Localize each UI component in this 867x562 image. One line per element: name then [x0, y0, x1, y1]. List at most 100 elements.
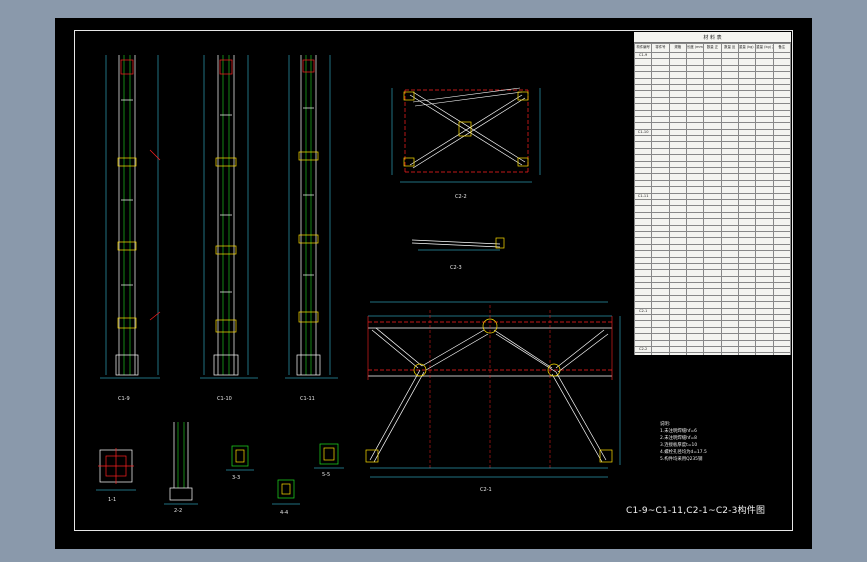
material-table-row: [634, 333, 791, 341]
notes-title: 说明:: [660, 422, 671, 427]
material-table-row: C2-1: [634, 307, 791, 316]
material-table-cell: [703, 352, 722, 355]
material-table-row: C1-11: [634, 192, 791, 201]
material-table-header-cell: 数量 正: [703, 43, 722, 53]
material-table-cell: [772, 109, 791, 117]
notes-line-2: 2.未注明焊缝hf=8: [660, 436, 697, 441]
material-table-cell: [772, 352, 791, 355]
material-table-cell: [772, 58, 791, 66]
section-4-4[interactable]: [272, 479, 300, 505]
material-table-row: [634, 262, 791, 271]
material-table-cell: [772, 64, 791, 73]
material-table-cell: [772, 282, 791, 290]
material-table-header-cell: 长度 (mm): [685, 43, 705, 53]
view-title-c2-1: C2-1: [480, 487, 492, 493]
material-table-cell: [720, 352, 739, 355]
material-table-row: [634, 160, 791, 169]
material-table-header-cell: 数量 反: [720, 43, 739, 53]
view-title-c1-11: C1-11: [300, 396, 315, 402]
section-5-5[interactable]: [314, 443, 344, 469]
material-table-row: [634, 326, 791, 335]
material-table-cell: [772, 333, 791, 341]
notes-line-3: 3.连接板厚度t=10: [660, 443, 698, 448]
material-table-row: [634, 96, 791, 105]
material-table-title: 材 料 表: [634, 32, 791, 43]
material-table-cell: [772, 115, 791, 124]
section-1-1[interactable]: [96, 448, 136, 491]
material-table-cell: [772, 269, 791, 277]
material-table-header-cell: 重量 (kg) 共计: [755, 43, 774, 53]
brace-c2-2[interactable]: [391, 87, 541, 183]
notes-line-4: 4.螺栓孔径均为d=17.5: [660, 450, 707, 455]
material-table-row: [634, 58, 791, 66]
material-table-row: [634, 301, 791, 309]
material-table-row: [634, 103, 791, 111]
material-table-row: [634, 288, 791, 296]
material-table-row: [634, 313, 791, 322]
material-table-header-cell: 备注: [772, 43, 791, 53]
section-title-2-2: 2-2: [174, 508, 183, 514]
material-table-row: [634, 154, 791, 162]
design-notes: 说明: 1.未注明焊缝hf=6 2.未注明焊缝hf=8 3.连接板厚度t=10 …: [660, 421, 707, 463]
view-title-c1-10: C1-10: [217, 396, 232, 402]
material-table-row: [634, 282, 791, 290]
material-table-header-cell: 构件编号: [634, 43, 653, 53]
material-table-cell: [772, 313, 791, 322]
column-c1-10[interactable]: [200, 55, 258, 379]
material-table-cell: [668, 352, 687, 355]
view-title-c2-3: C2-3: [450, 265, 462, 271]
material-table-cell: [772, 320, 791, 328]
material-table-row: [634, 64, 791, 73]
material-table-row: [634, 320, 791, 328]
section-title-5-5: 5-5: [322, 472, 331, 478]
material-table-cell: [737, 352, 757, 355]
material-table-cell: [772, 326, 791, 335]
material-table-header-cell: 规格: [668, 43, 687, 53]
material-table-cell: [772, 301, 791, 309]
material-table-row: [634, 294, 791, 303]
material-table-row: [634, 71, 791, 79]
material-table-row: [634, 147, 791, 156]
material-table-cell: [651, 352, 670, 355]
material-table-cell: [772, 103, 791, 111]
section-title-3-3: 3-3: [232, 475, 241, 481]
material-table-row: [634, 269, 791, 277]
material-table-cell: [772, 256, 791, 264]
material-table-cell: [634, 352, 653, 355]
material-table-row: [634, 83, 791, 92]
material-table-row: [634, 275, 791, 284]
material-table-cell: [772, 96, 791, 105]
material-table-cell: [772, 345, 791, 354]
notes-line-1: 1.未注明焊缝hf=6: [660, 429, 697, 434]
sheet-border: [74, 30, 793, 531]
material-table-cell: [772, 262, 791, 271]
section-title-1-1: 1-1: [108, 497, 117, 503]
material-table-cell: [772, 71, 791, 79]
material-table-cell: [772, 83, 791, 92]
material-table-cell: [685, 352, 705, 355]
section-2-2[interactable]: [164, 422, 198, 505]
material-table-cell: [772, 307, 791, 316]
truss-c2-1[interactable]: [365, 301, 621, 478]
section-3-3[interactable]: [226, 445, 254, 471]
material-table-cell: [755, 352, 774, 355]
notes-line-5: 5.构件均采用Q235钢: [660, 457, 703, 462]
drawing-title: C1-9~C1-11,C2-1~C2-3构件图: [626, 506, 766, 516]
column-c1-11[interactable]: [285, 55, 338, 379]
material-table-row: [634, 90, 791, 98]
material-table-row: [634, 77, 791, 85]
brace-c2-3[interactable]: [411, 237, 505, 251]
material-table-cell: [772, 339, 791, 348]
material-table-row: C2-2: [634, 345, 791, 354]
material-table-header-cell: 重量 (kg) 单重: [737, 43, 757, 53]
material-table-row: [634, 173, 791, 181]
material-table-cell: [772, 275, 791, 284]
view-title-c2-2: C2-2: [455, 194, 467, 200]
column-c1-9[interactable]: [100, 55, 161, 379]
material-table-cell: [772, 294, 791, 303]
